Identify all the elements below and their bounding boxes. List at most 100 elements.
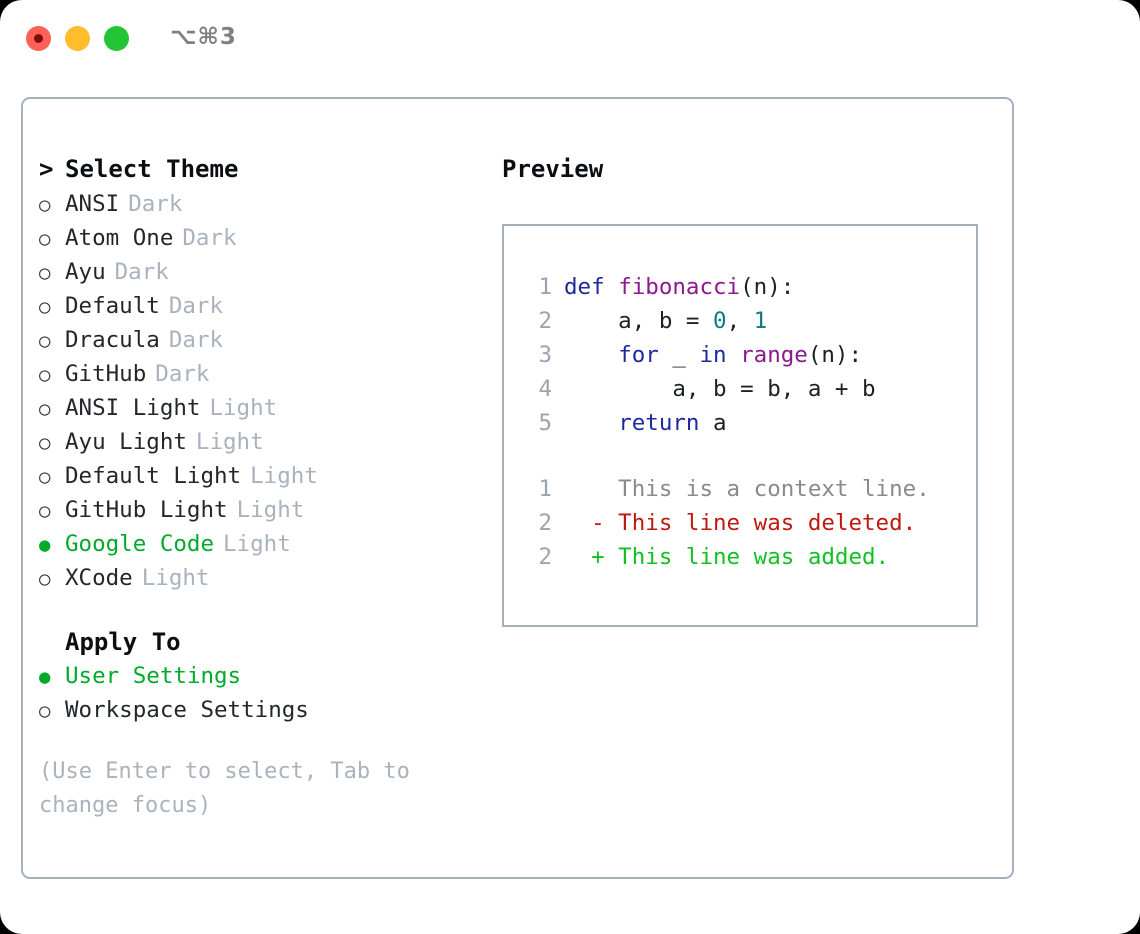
radio-unselected-icon: ○ — [39, 500, 51, 522]
theme-option-dracula[interactable]: ○ Dracula Dark — [39, 323, 499, 357]
code-token-plain: (n): — [807, 342, 863, 368]
theme-variant-badge: Dark — [168, 327, 224, 353]
code-token-kw: return — [618, 410, 700, 436]
theme-variant-badge: Light — [223, 531, 291, 557]
diff-preview: 1 This is a context line. 2 - This line w… — [522, 472, 976, 574]
line-number: 2 — [538, 510, 552, 536]
code-token-num: 0 — [713, 308, 727, 334]
theme-variant-badge: Dark — [182, 225, 237, 251]
code-token-plain: a, b = b, a + b — [564, 376, 876, 402]
theme-option-ansi[interactable]: ○ ANSI Dark — [39, 187, 499, 221]
select-theme-label: Select Theme — [65, 155, 239, 183]
diff-line-ctx: 1 This is a context line. — [522, 472, 976, 506]
code-line: 5 return a — [522, 406, 976, 440]
code-token-fn: range — [740, 342, 808, 368]
theme-option-label: Dracula — [65, 327, 160, 353]
theme-variant-badge: Dark — [168, 293, 224, 319]
traffic-lights — [26, 26, 129, 51]
apply-to-header-marker: ○ — [39, 627, 65, 661]
line-number: 1 — [538, 476, 552, 502]
code-token-kw: def — [564, 274, 619, 300]
code-token-plain — [727, 338, 741, 372]
window-title: ⌥⌘3 — [170, 24, 237, 50]
apply-to-option-list: ● User Settings ○Workspace Settings — [39, 659, 499, 727]
apply-to-header: ○Apply To — [39, 625, 499, 659]
theme-option-label: Ayu — [65, 259, 106, 285]
code-token-plain: (n): — [740, 274, 795, 300]
diff-line-text: - This line was deleted. — [564, 510, 917, 536]
code-token-fn: fibonacci — [618, 274, 741, 300]
theme-variant-badge: Dark — [114, 259, 169, 285]
radio-selected-icon: ● — [39, 666, 51, 688]
radio-unselected-icon: ○ — [39, 398, 51, 420]
line-number: 5 — [538, 410, 552, 436]
theme-variant-badge: Dark — [155, 361, 210, 387]
theme-variant-badge: Dark — [128, 191, 183, 217]
code-token-plain: _ — [658, 342, 700, 368]
radio-unselected-icon: ○ — [39, 262, 51, 284]
code-token-kw: in — [699, 342, 727, 368]
code-token-plain — [564, 406, 618, 440]
theme-option-ayu[interactable]: ○ Ayu Dark — [39, 255, 499, 289]
theme-option-github-light[interactable]: ○ GitHub Light Light — [39, 493, 499, 527]
line-number: 2 — [538, 308, 552, 334]
theme-variant-badge: Light — [209, 395, 278, 421]
radio-unselected-icon: ○ — [39, 568, 51, 590]
zoom-button[interactable] — [104, 26, 129, 51]
minimize-button[interactable] — [65, 26, 90, 51]
preview-title: Preview — [502, 155, 604, 183]
radio-unselected-icon: ○ — [39, 194, 51, 216]
theme-option-label: XCode — [65, 565, 133, 591]
code-token-plain: , — [726, 308, 754, 334]
theme-option-label: Default — [65, 293, 160, 319]
theme-option-label: Ayu Light — [65, 429, 187, 455]
diff-line-add: 2 + This line was added. — [522, 540, 976, 574]
apply-to-option-workspace-settings[interactable]: ○Workspace Settings — [39, 693, 499, 727]
theme-option-github[interactable]: ○ GitHub Dark — [39, 357, 499, 391]
theme-variant-badge: Light — [250, 463, 318, 489]
theme-variant-badge: Light — [236, 497, 305, 523]
theme-option-label: Google Code — [65, 531, 215, 557]
code-line: 2 a, b = 0, 1 — [522, 304, 976, 338]
line-number: 4 — [538, 376, 552, 402]
code-token-plain — [564, 338, 618, 372]
diff-line-text: This is a context line. — [564, 476, 930, 502]
code-token-kw: for — [618, 342, 659, 368]
line-number: 2 — [538, 544, 552, 570]
diff-line-text: + This line was added. — [564, 544, 890, 570]
theme-option-label: ANSI Light — [65, 395, 201, 421]
radio-unselected-icon: ○ — [39, 364, 51, 386]
code-token-num: 1 — [753, 308, 768, 334]
theme-variant-badge: Light — [141, 565, 210, 591]
radio-unselected-icon: ○ — [39, 330, 51, 352]
theme-option-label: ANSI — [65, 191, 120, 217]
select-theme-header: >Select Theme — [39, 151, 499, 187]
line-number: 3 — [538, 342, 552, 368]
theme-option-ansi-light[interactable]: ○ ANSI Light Light — [39, 391, 499, 425]
close-button[interactable] — [26, 26, 51, 51]
list-spacer — [39, 595, 499, 625]
theme-option-label: GitHub — [65, 361, 147, 387]
code-line: 3 for _ in range(n): — [522, 338, 976, 372]
theme-option-xcode[interactable]: ○ XCode Light — [39, 561, 499, 595]
code-token-plain: a — [699, 410, 727, 436]
theme-option-label: GitHub Light — [65, 497, 228, 523]
radio-unselected-icon: ○ — [39, 296, 51, 318]
preview-gap — [522, 440, 976, 472]
code-token-plain: a, b = — [564, 308, 714, 334]
theme-option-default[interactable]: ○ Default Dark — [39, 289, 499, 323]
radio-unselected-icon: ○ — [39, 466, 51, 488]
apply-to-option-user-settings[interactable]: ● User Settings — [39, 659, 499, 693]
code-line: 4 a, b = b, a + b — [522, 372, 976, 406]
apply-to-option-label: User Settings — [65, 663, 242, 689]
radio-unselected-icon: ○ — [39, 228, 51, 250]
